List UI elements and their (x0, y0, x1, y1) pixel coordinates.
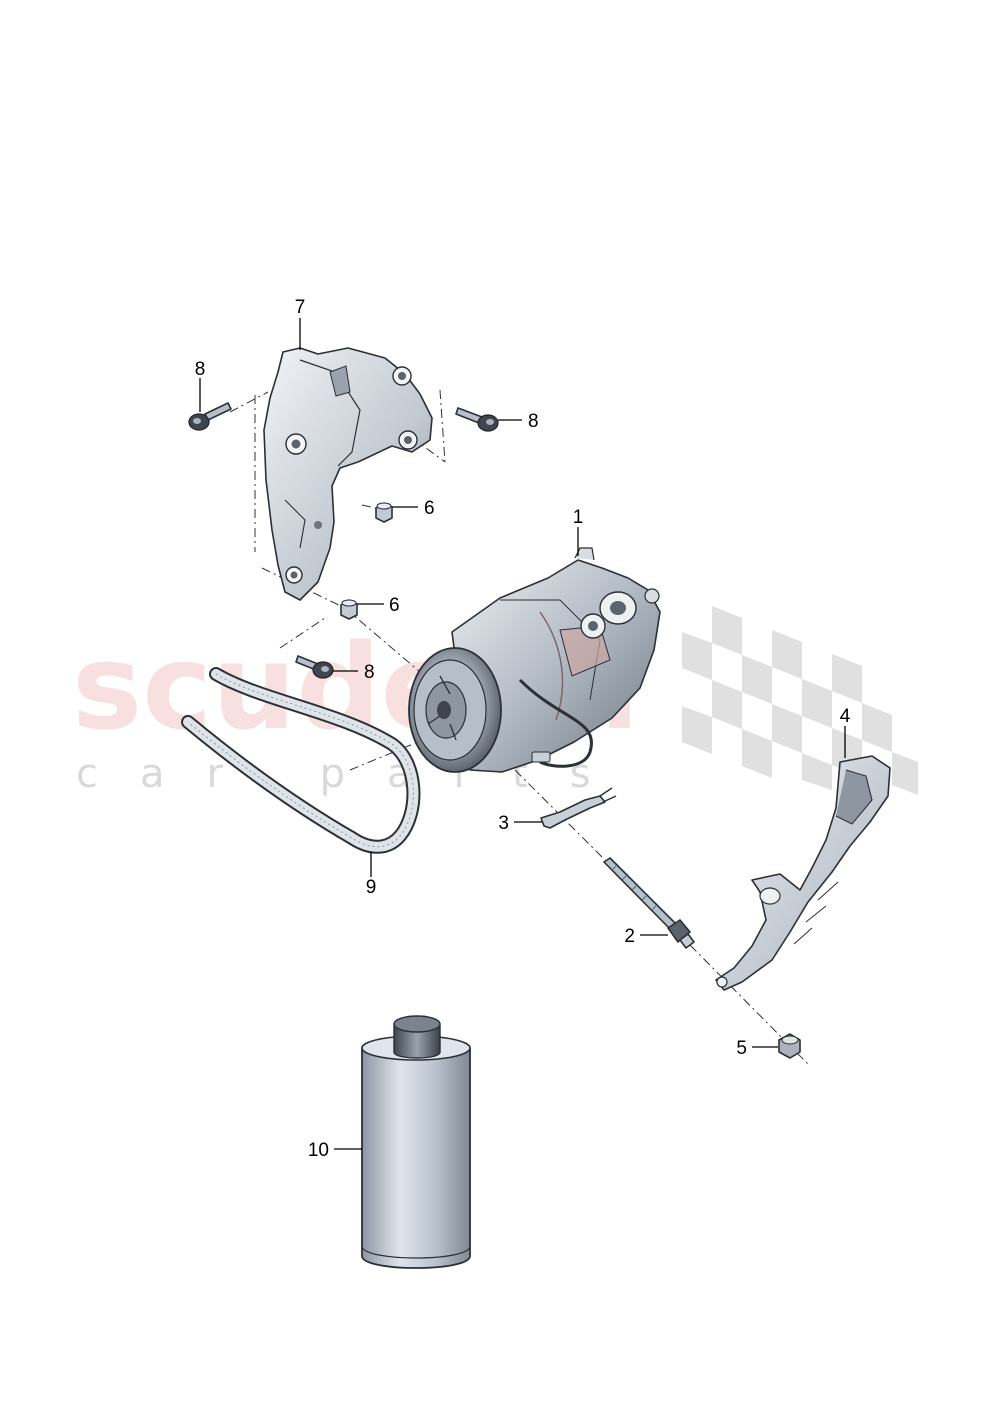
bolt-left[interactable] (188, 402, 232, 431)
callout-4: 4 (840, 706, 851, 727)
ribbed-v-belt[interactable] (181, 667, 421, 854)
callout-2: 2 (624, 926, 635, 947)
callout-8-left: 8 (195, 359, 206, 380)
callout-6-lower: 6 (389, 595, 400, 616)
callout-9: 9 (366, 877, 377, 898)
compressor[interactable] (408, 547, 661, 773)
callout-6-upper: 6 (424, 498, 435, 519)
callout-10: 10 (308, 1140, 329, 1161)
callout-7: 7 (295, 297, 306, 318)
callout-1: 1 (573, 507, 584, 528)
leader-lines (199, 318, 846, 1150)
sleeve-lower[interactable] (340, 599, 358, 620)
mounting-bracket[interactable] (263, 347, 433, 601)
nut[interactable] (778, 1033, 801, 1059)
refrigerant-oil-can[interactable] (361, 1015, 471, 1269)
sleeve-upper[interactable] (375, 502, 393, 523)
checkered-flag-icon (682, 606, 918, 795)
heat-shield[interactable] (715, 755, 891, 991)
callout-labels: 1 2 3 4 5 6 6 7 8 8 8 9 10 (195, 297, 851, 1161)
bolt-right[interactable] (455, 407, 499, 432)
callout-5: 5 (736, 1038, 747, 1059)
stud-bolt[interactable] (603, 857, 695, 949)
callout-8-lower: 8 (364, 662, 375, 683)
clip-bracket[interactable] (540, 787, 617, 829)
callout-3: 3 (498, 813, 509, 834)
callout-8-right: 8 (528, 411, 539, 432)
bolt-lower[interactable] (295, 655, 334, 679)
